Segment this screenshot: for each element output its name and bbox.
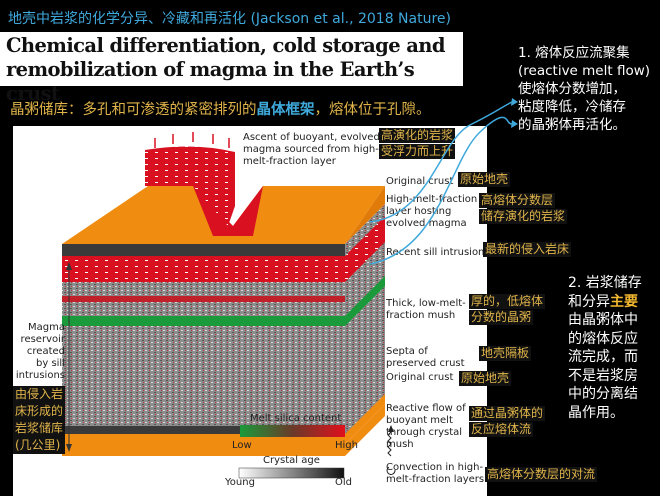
label-mush: Thick, low-melt-fraction mush <box>386 298 466 321</box>
note1-line: 的晶粥体再活化。 <box>518 117 626 133</box>
cn-septa: 地壳隔板 <box>479 346 532 361</box>
arrow-to-sill <box>369 116 513 265</box>
note2-line: 中的分离结 <box>568 386 638 402</box>
block-diagram <box>62 132 396 479</box>
note1-line: 粘度降低，冷储存 <box>518 99 626 115</box>
recent-sill <box>62 316 345 326</box>
label-ascent: Ascent of buoyant, evolved magma sourced… <box>243 132 380 167</box>
cn-reservoir-line: (几公里) <box>15 438 61 452</box>
cn-ascent-1: 高演化的岩浆 <box>379 128 456 143</box>
reactive-flow-icon <box>387 431 392 457</box>
mush-def-highlight: 晶体框架 <box>256 102 315 118</box>
label-reservoir: Magma reservoir created by sill intrusio… <box>15 322 65 381</box>
mush-def-b: ，熔体位于孔隙。 <box>314 102 431 118</box>
note2-line: 由晶粥体中 <box>568 312 638 328</box>
cn-mush-1: 厚的，低熔体 <box>469 294 546 309</box>
cn-sill: 最新的侵入岩床 <box>483 242 572 257</box>
silica-colorbar <box>240 425 345 437</box>
cn-reactive-2: 反应熔体流 <box>469 422 534 437</box>
convection-icon <box>386 466 396 475</box>
note2-line: 不是岩浆房 <box>568 367 638 384</box>
note2-emphasis: 主要 <box>610 293 638 310</box>
note2-text: 和分异 <box>568 293 610 310</box>
high-melt-layer <box>62 256 345 282</box>
mush-definition: 晶粥储库：多孔和可渗透的紧密排列的晶体框架，熔体位于孔隙。 <box>10 98 431 119</box>
note2-line: 晶作用。 <box>568 404 624 421</box>
label-original-crust-bottom: Original crust <box>386 372 454 383</box>
ascent-arrows <box>154 132 230 148</box>
label-sill: Recent sill intrusion <box>386 247 485 258</box>
cn-original-crust-bottom: 原始地壳 <box>459 371 512 386</box>
note1-line: 使熔体分数增加， <box>518 81 626 97</box>
legend-silica-title: Melt silica content <box>250 413 342 424</box>
note2-line: 流完成，而 <box>568 349 638 365</box>
note1-line: 1. 熔体反应流聚集 <box>518 45 630 61</box>
note2-line: 的熔体反应 <box>568 330 638 347</box>
slide-title: 地壳中岩浆的化学分异、冷藏和再活化 (Jackson et al., 2018 … <box>8 11 451 27</box>
arrow-to-high-melt <box>369 101 513 223</box>
rising-magma-plume <box>145 146 235 226</box>
note2-line: 2. 岩浆储存 <box>568 275 642 291</box>
cn-reservoir-line: 岩浆储库 <box>15 421 64 435</box>
cn-original-crust-top: 原始地壳 <box>458 172 511 187</box>
cn-high-melt-1: 高熔体分数层 <box>479 193 556 208</box>
cn-convection: 高熔体分数层的对流 <box>485 467 598 482</box>
cn-reactive-1: 通过晶粥体的 <box>469 406 546 421</box>
cn-ascent-2: 受浮力而上升 <box>379 144 456 159</box>
note-2: 2. 岩浆储存 和分异主要 由晶粥体中 的熔体反应 流完成，而 不是岩浆房 中的… <box>568 274 642 422</box>
note1-line: (reactive melt flow) <box>518 63 651 79</box>
label-reactive: Reactive flow of buoyant melt through cr… <box>386 403 466 450</box>
label-original-crust-top: Original crust <box>386 176 454 187</box>
legend-silica-high: High <box>335 440 358 451</box>
original-crust-top <box>62 186 385 244</box>
paper-title-line-2: remobilization of magma in the Earth’s c… <box>6 58 415 105</box>
note-1: 1. 熔体反应流聚集 (reactive melt flow) 使熔体分数增加，… <box>518 44 650 134</box>
age-colorbar <box>238 467 345 479</box>
label-high-melt: High-melt-fraction layer hosting evolved… <box>386 194 478 229</box>
cn-reservoir: 由侵入岩 床形成的 岩浆储库 (几公里) <box>13 386 66 454</box>
figure-panel: Ascent of buoyant, evolved magma sourced… <box>13 126 487 496</box>
mush-def-a: 晶粥储库：多孔和可渗透的紧密排列的 <box>10 102 257 118</box>
paper-title: Chemical differentiation, cold storage a… <box>0 32 463 105</box>
cn-high-melt-2: 储存演化的岩浆 <box>479 209 568 224</box>
legend-age-young: Young <box>225 477 255 488</box>
label-convection: Convection in high-melt-fraction layers <box>386 462 485 485</box>
cn-reservoir-line: 床形成的 <box>15 404 64 418</box>
label-septa: Septa of preserved crust <box>386 346 465 369</box>
cn-mush-2: 分数的晶粥 <box>469 310 534 325</box>
cn-reservoir-line: 由侵入岩 <box>15 387 64 401</box>
paper-title-line-1: Chemical differentiation, cold storage a… <box>6 34 445 57</box>
legend-silica-low: Low <box>232 440 252 451</box>
legend-age-old: Old <box>335 477 352 488</box>
note2-line: 和分异主要 <box>568 293 642 312</box>
legend-age-title: Crystal age <box>263 455 320 466</box>
